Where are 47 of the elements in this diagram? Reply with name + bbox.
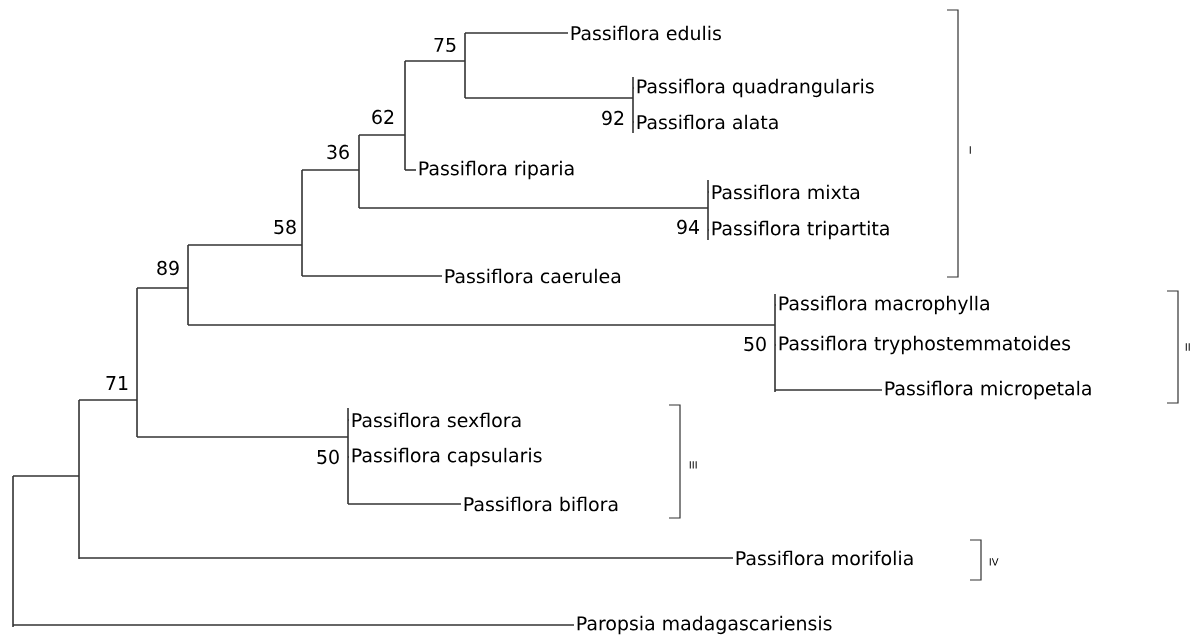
branch-line — [358, 207, 709, 209]
taxon-label: Passiflora tripartita — [712, 220, 889, 240]
branch-line — [358, 134, 406, 136]
taxon-label: Passiflora morifolia — [736, 550, 913, 566]
taxon-label: Passiflora riparia — [419, 160, 574, 180]
branch-line — [78, 399, 138, 401]
bootstrap-value: 50 — [317, 449, 339, 465]
clade-label: IV — [989, 558, 999, 566]
bootstrap-value: 94 — [677, 219, 699, 235]
taxon-label: Passiflora alata — [637, 114, 778, 130]
taxon-label: Passiflora biflora — [464, 496, 618, 512]
taxon-label: Passiflora caerulea — [445, 268, 621, 284]
bootstrap-value: 58 — [274, 219, 296, 235]
taxon-label: Passiflora macrophylla — [779, 295, 989, 315]
branch-line — [136, 436, 349, 438]
bootstrap-value: 92 — [602, 110, 624, 126]
branch-line — [78, 557, 734, 559]
taxon-label: Paropsia madagascariensis — [577, 615, 832, 635]
clade-label: II — [1185, 343, 1190, 351]
branch-line — [404, 169, 417, 171]
clade-label: III — [689, 461, 697, 469]
branch-line — [12, 475, 80, 477]
bootstrap-value: 89 — [157, 260, 179, 276]
taxon-label: Passiflora quadrangularis — [637, 78, 874, 98]
bootstrap-value: 62 — [372, 109, 394, 125]
taxon-label: Passiflora capsularis — [352, 447, 542, 467]
branch-line — [12, 624, 575, 626]
bootstrap-value: 75 — [434, 37, 456, 53]
branch-line — [136, 287, 189, 289]
bootstrap-value: 71 — [106, 376, 128, 390]
branch-line — [187, 244, 303, 246]
bootstrap-value: 50 — [744, 336, 766, 352]
branch-line — [464, 32, 569, 34]
branch-line — [187, 324, 776, 326]
taxon-label: Passiflora tryphostemmatoides — [779, 335, 1071, 355]
branch-line — [347, 503, 462, 505]
taxon-label: Passiflora mixta — [712, 184, 860, 200]
branch-line — [301, 169, 360, 171]
taxon-label: Passiflora micropetala — [885, 380, 1091, 400]
bootstrap-value: 36 — [327, 144, 349, 160]
taxon-label: Passiflora sexflora — [352, 412, 521, 428]
branch-line — [404, 60, 466, 62]
clade-label: I — [969, 146, 971, 154]
branch-line — [464, 97, 634, 99]
taxon-label: Passiflora edulis — [571, 25, 721, 41]
branch-line — [774, 389, 883, 391]
branch-line — [301, 275, 443, 277]
